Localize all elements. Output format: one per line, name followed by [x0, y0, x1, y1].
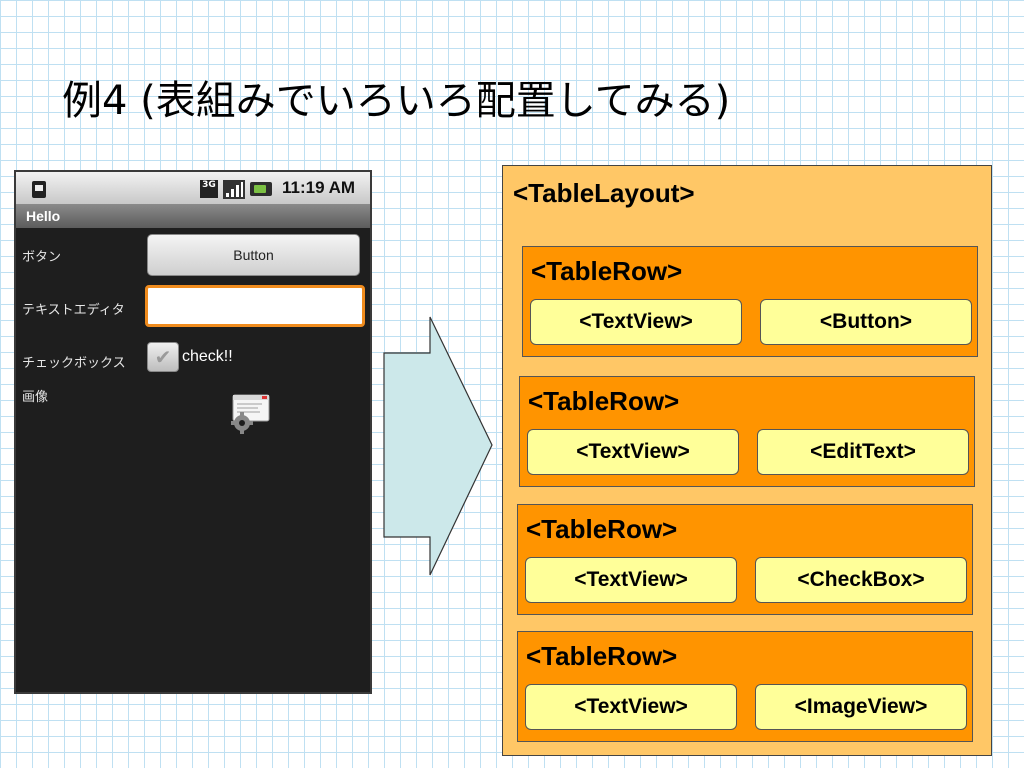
textview-box: <TextView>: [525, 557, 737, 603]
signal-strength-icon: [223, 180, 245, 199]
table-row: <TableRow> <TextView> <Button>: [522, 246, 978, 357]
table-row-label: <TableRow>: [528, 386, 680, 416]
app-title-bar: Hello: [16, 204, 370, 228]
edittext-box: <EditText>: [757, 429, 969, 475]
textview-box: <TextView>: [530, 299, 742, 345]
checkmark-icon: ✔: [154, 345, 172, 369]
app-title: Hello: [26, 208, 61, 224]
table-row-label: <TableRow>: [531, 256, 683, 286]
edittext-row-label: テキストエディタ: [22, 303, 125, 318]
sim-notification-icon: [32, 181, 46, 198]
network-3g-icon: 3G: [200, 180, 218, 198]
phone-edit-text[interactable]: [145, 285, 365, 327]
phone-checkbox[interactable]: ✔: [147, 342, 179, 372]
settings-image-icon: [231, 394, 270, 434]
table-layout-box: <TableLayout> <TableRow> <TextView> <But…: [502, 165, 992, 756]
checkbox-text: check!!: [182, 348, 233, 365]
checkbox-row-label: チェックボックス: [22, 356, 126, 371]
textview-box: <TextView>: [527, 429, 739, 475]
table-layout-label: <TableLayout>: [513, 178, 695, 208]
table-row: <TableRow> <TextView> <CheckBox>: [517, 504, 973, 615]
button-box: <Button>: [760, 299, 972, 345]
image-row-label: 画像: [22, 390, 49, 405]
phone-screenshot: 3G 11:19 AM Hello ボタン Button テキストエディタ チェ…: [14, 170, 372, 694]
table-row-label: <TableRow>: [526, 514, 678, 544]
status-clock: 11:19 AM: [282, 178, 356, 197]
textview-box: <TextView>: [525, 684, 737, 730]
table-row-label: <TableRow>: [526, 641, 678, 671]
imageview-box: <ImageView>: [755, 684, 967, 730]
phone-button[interactable]: Button: [147, 234, 360, 276]
table-row: <TableRow> <TextView> <ImageView>: [517, 631, 973, 742]
slide-title: 例4 (表組みでいろいろ配置してみる): [62, 78, 731, 124]
button-row-label: ボタン: [22, 250, 62, 265]
right-arrow-icon: [383, 316, 493, 576]
battery-icon: [250, 182, 272, 196]
table-row: <TableRow> <TextView> <EditText>: [519, 376, 975, 487]
checkbox-box: <CheckBox>: [755, 557, 967, 603]
status-bar: 3G 11:19 AM: [16, 172, 370, 204]
